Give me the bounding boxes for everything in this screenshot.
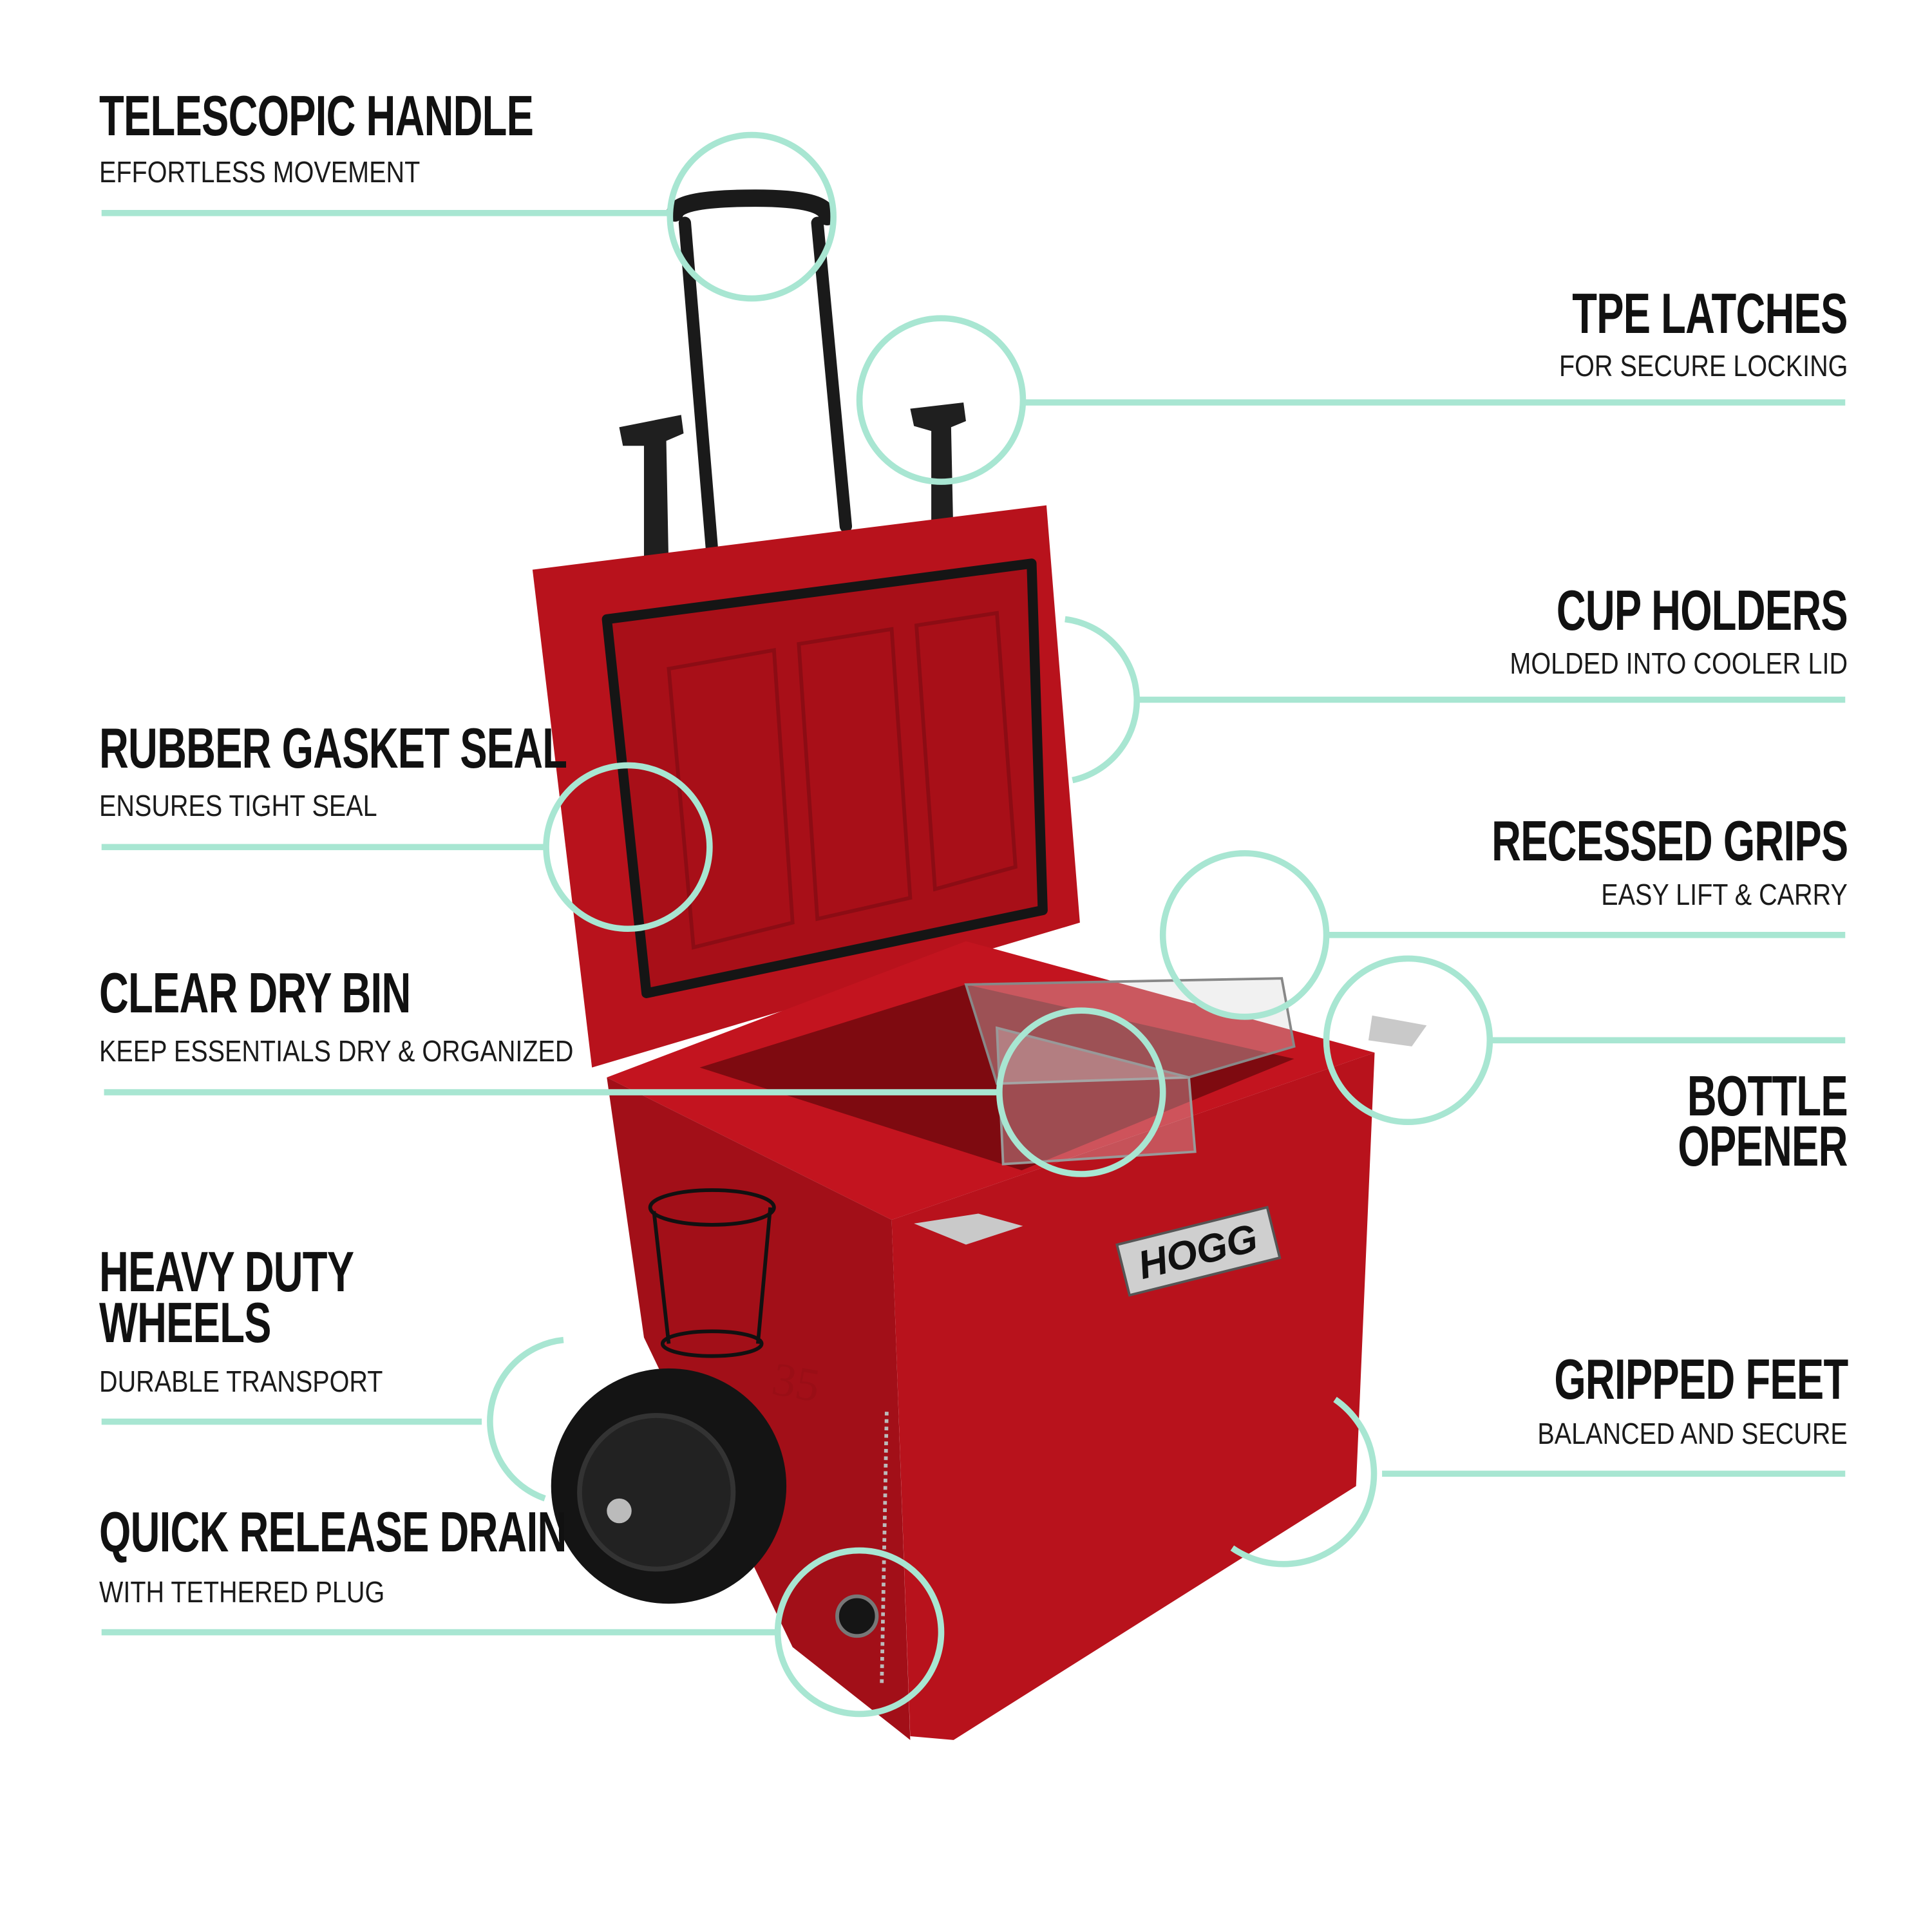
callout-circle-cup-holders: [1065, 616, 1141, 784]
feature-subtitle: KEEP ESSENTIALS DRY & ORGANIZED: [99, 1034, 574, 1068]
callout-circle-handle: [667, 131, 837, 302]
wheel-icon: [551, 1368, 787, 1604]
feature-title: QUICK RELEASE DRAIN: [99, 1500, 567, 1564]
feature-subtitle: EASY LIFT & CARRY: [1601, 878, 1848, 911]
feature-subtitle: DURABLE TRANSPORT: [99, 1365, 383, 1398]
feature-subtitle: MOLDED INTO COOLER LID: [1510, 647, 1848, 680]
feature-title: TPE LATCHES: [1572, 281, 1848, 345]
feature-subtitle: WITH TETHERED PLUG: [99, 1575, 385, 1609]
latch-icon: [619, 402, 966, 573]
embossed-size-text: 35: [768, 1352, 824, 1412]
feature-title-line2: WHEELS: [99, 1291, 271, 1354]
feature-subtitle: BALANCED AND SECURE: [1537, 1417, 1848, 1450]
callout-circle-wheels: [487, 1336, 564, 1502]
feature-title: RECESSED GRIPS: [1491, 809, 1848, 873]
cooler-body: HOGG 35: [607, 941, 1427, 1740]
feature-subtitle: EFFORTLESS MOVEMENT: [99, 155, 421, 189]
feature-title-line2: OPENER: [1678, 1114, 1848, 1178]
feature-title-line1: BOTTLE: [1687, 1064, 1848, 1128]
drain-plug-icon: [835, 1412, 889, 1685]
telescopic-handle: [666, 189, 853, 558]
feature-title: CUP HOLDERS: [1556, 578, 1848, 642]
feature-title: TELESCOPIC HANDLE: [99, 84, 534, 147]
cooler-lid: [532, 505, 1080, 1068]
leader-lines: [101, 209, 1846, 1636]
feature-subtitle: ENSURES TIGHT SEAL: [99, 789, 377, 822]
feature-title: RUBBER GASKET SEAL: [99, 716, 567, 780]
feature-subtitle: FOR SECURE LOCKING: [1558, 349, 1848, 383]
feature-title: GRIPPED FEET: [1553, 1347, 1848, 1411]
feature-title-line1: HEAVY DUTY: [99, 1240, 354, 1303]
cup-holder-icon: [648, 1188, 776, 1358]
callout-circle-feet: [1230, 1397, 1378, 1567]
feature-title: CLEAR DRY BIN: [99, 961, 411, 1025]
bottle-opener-icon: [1368, 1015, 1427, 1046]
